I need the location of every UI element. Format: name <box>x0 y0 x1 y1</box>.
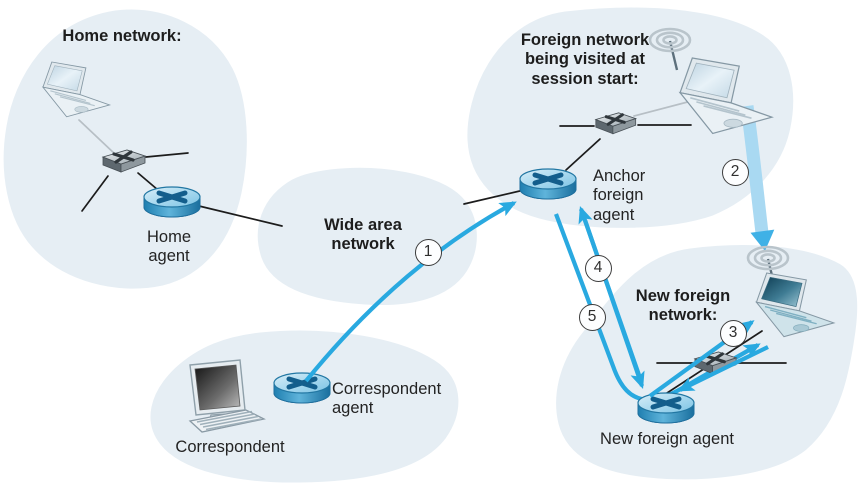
step-marker-1: 1 <box>414 238 442 266</box>
home-network-cloud <box>0 6 250 292</box>
wire-home-switch-router <box>137 172 159 191</box>
wire-home-switch-left <box>81 175 109 212</box>
step-marker-3: 3 <box>719 319 747 347</box>
arrow-step1-session <box>304 201 517 383</box>
step-marker-5: 5 <box>578 303 606 331</box>
wire-wan-anchor <box>463 189 525 205</box>
wire-home-laptop-switch <box>78 119 117 156</box>
anchor-foreign-agent-router-icon <box>520 169 576 199</box>
wire-home-agent-wan <box>198 205 283 227</box>
arrow-step4-notify-down <box>583 219 645 390</box>
wire-foreign-switch-anchor <box>565 138 601 171</box>
arrow-step2-head <box>750 229 775 251</box>
step-marker-2: 2 <box>721 158 749 186</box>
wide-area-network-cloud <box>254 164 480 309</box>
correspondent-agent-router-icon <box>274 373 330 403</box>
arrow-step3-register-down <box>677 345 769 392</box>
new-foreign-agent-router-icon <box>638 393 694 423</box>
step-marker-4: 4 <box>584 254 612 282</box>
wire-home-switch-right <box>145 152 189 158</box>
home-agent-router-icon <box>144 187 200 217</box>
